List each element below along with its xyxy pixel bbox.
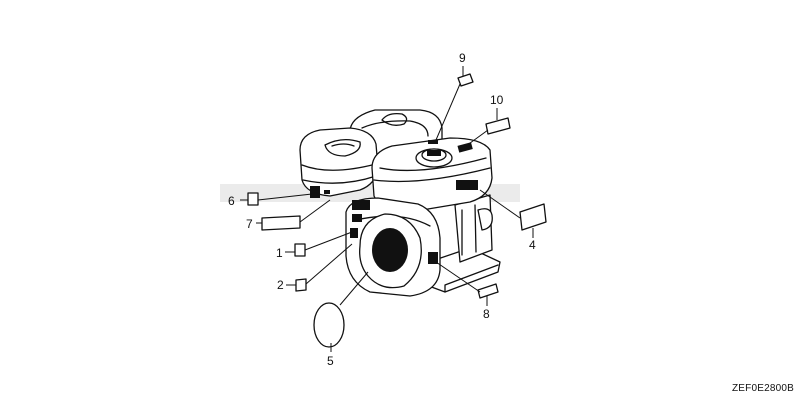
label-icons [247,73,547,348]
crankcase [454,194,493,263]
callout-9: 9 [459,51,466,65]
label-4-icon [519,203,547,231]
label-9-icon [457,73,474,87]
label-1-icon [294,243,306,257]
label-8-icon [477,283,499,299]
callout-6: 6 [228,194,235,208]
diagram-code: ZEF0E2800B [731,383,794,394]
callout-4: 4 [529,238,536,252]
label-10-icon [485,117,511,135]
label-2-icon [295,278,307,292]
callout-10: 10 [490,93,504,107]
air-cleaner [299,127,379,198]
callout-8: 8 [483,307,490,321]
label-7-icon [261,215,301,231]
callout-1: 1 [276,246,283,260]
label-6-icon [247,192,259,206]
fuel-tank [371,137,493,213]
callout-5: 5 [327,354,334,368]
callout-7: 7 [246,217,253,231]
leader-lines [240,66,534,352]
recoil-starter [345,197,441,297]
label-5-icon [313,302,345,348]
callout-2: 2 [277,278,284,292]
